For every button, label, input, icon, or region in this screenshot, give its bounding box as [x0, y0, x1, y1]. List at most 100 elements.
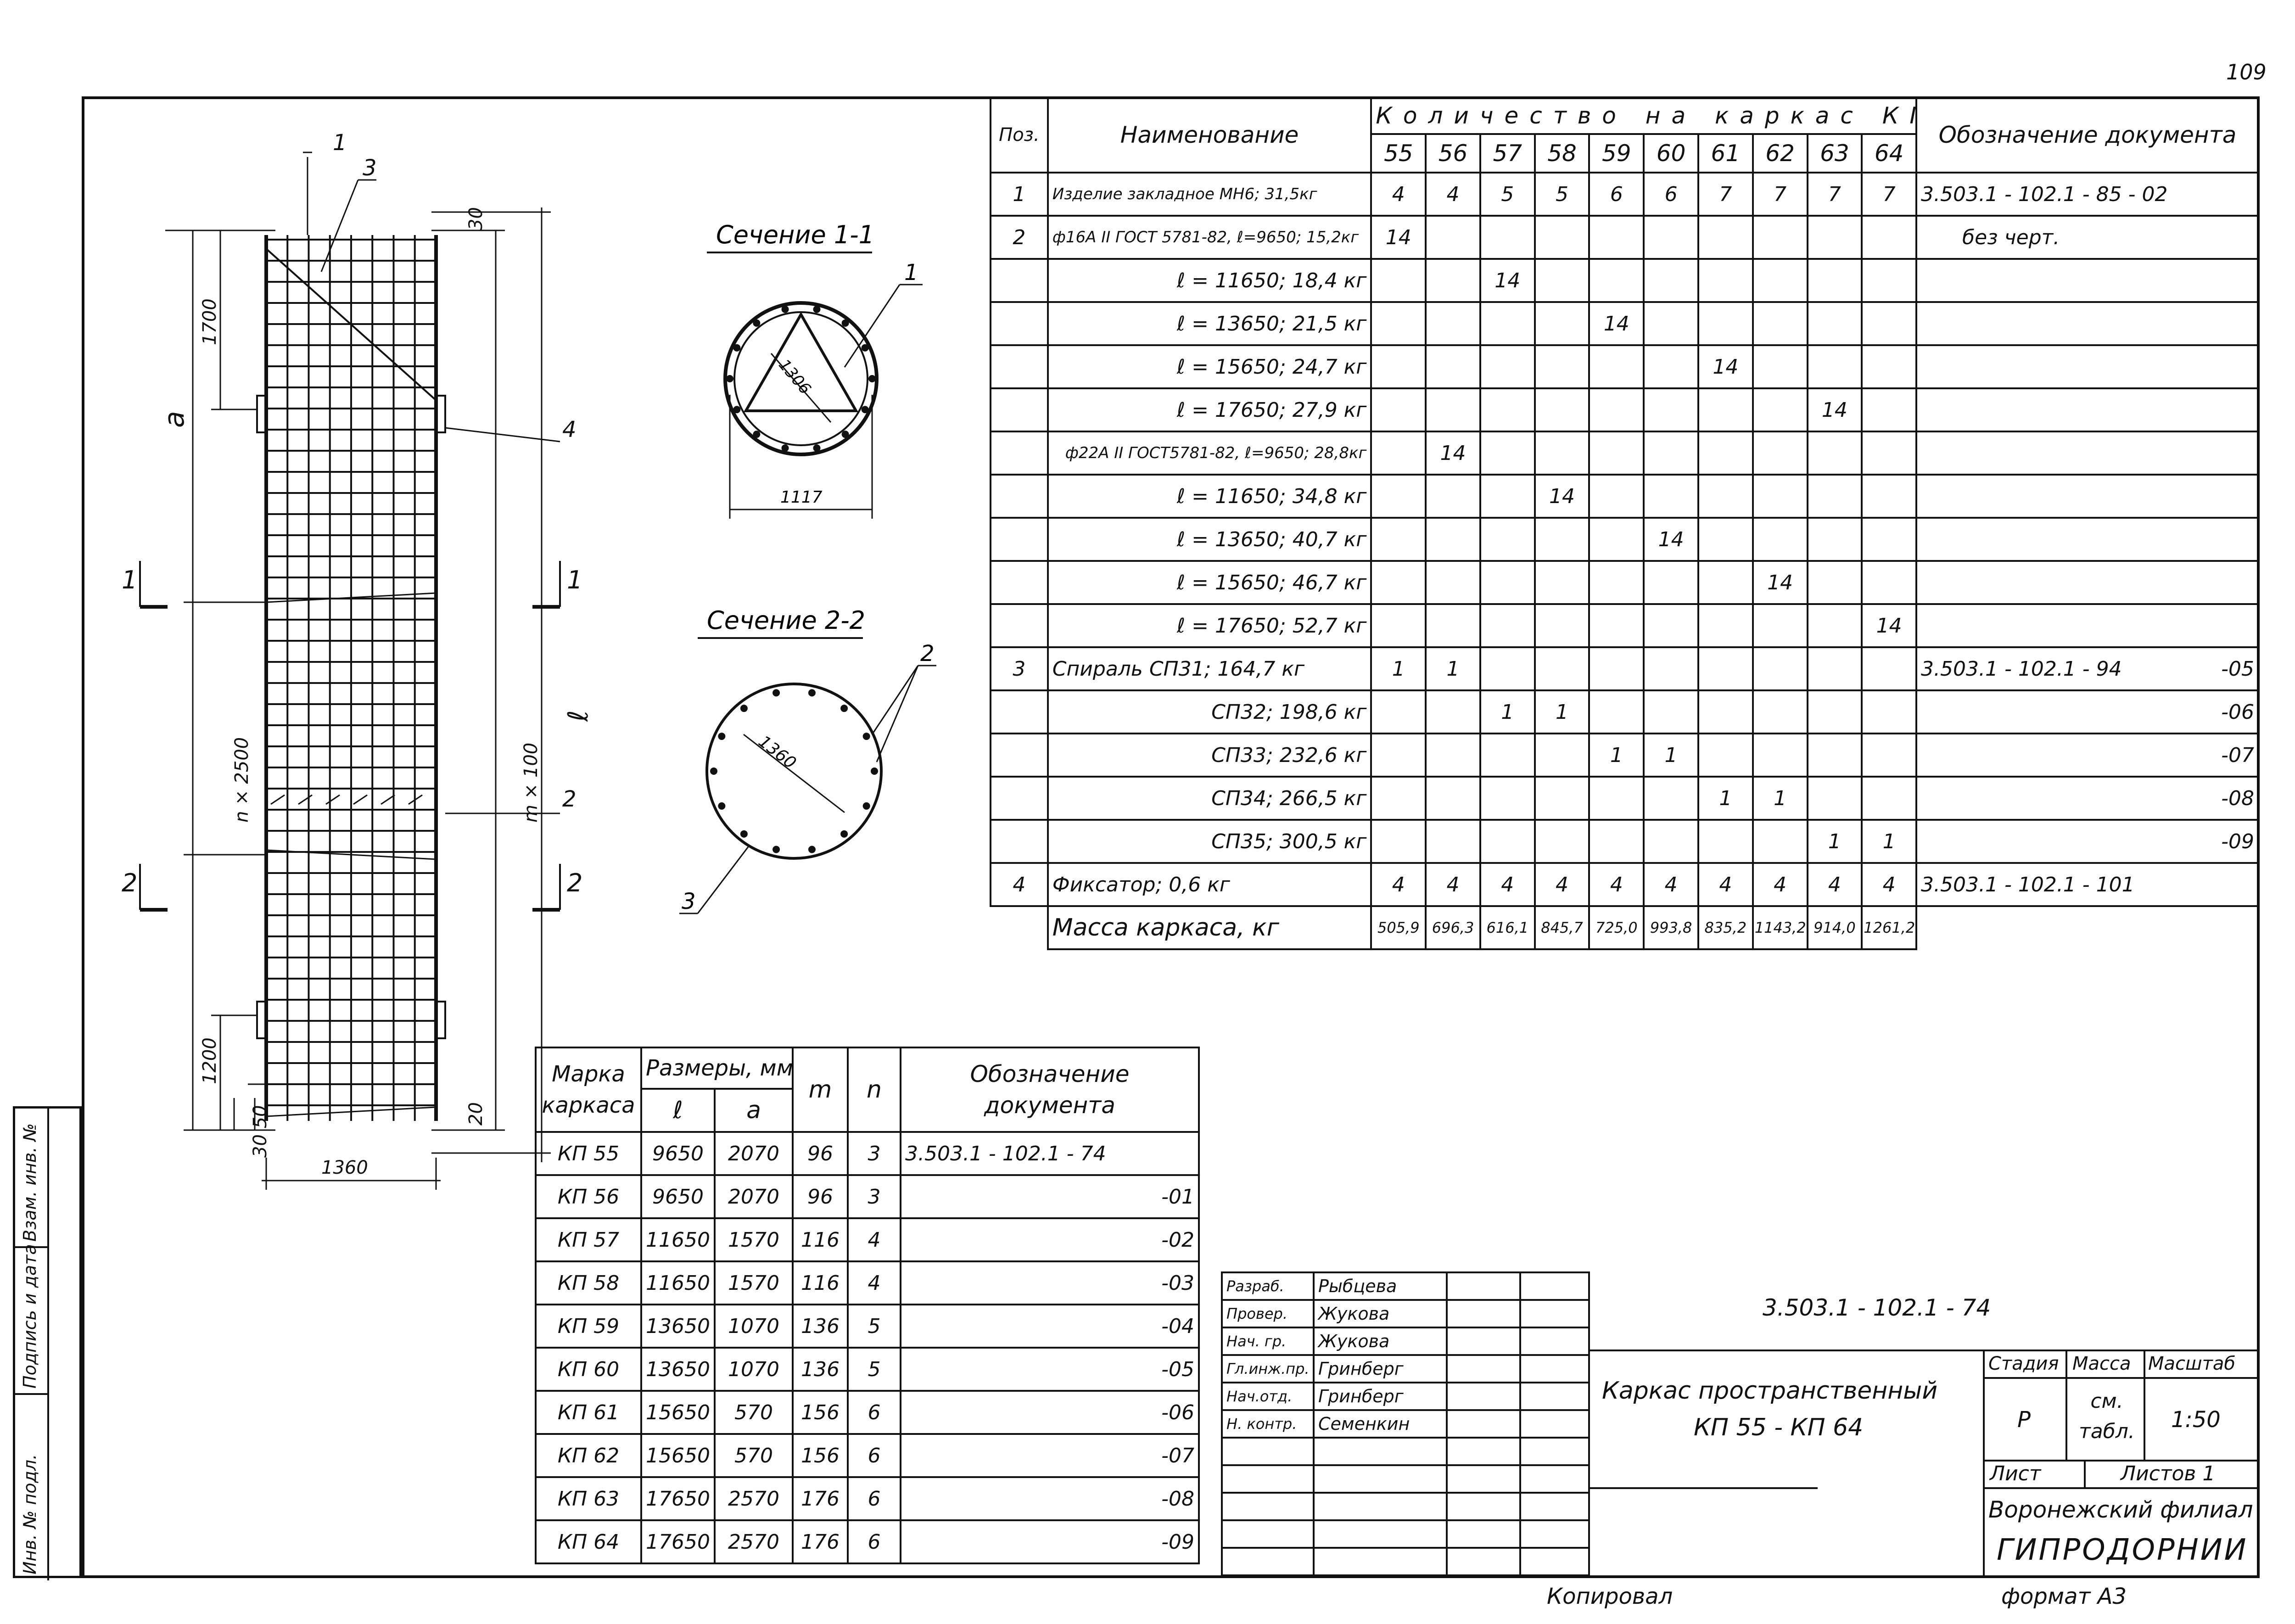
signature-sign — [1446, 1492, 1521, 1521]
spec-qty: 1 — [1588, 733, 1645, 778]
spec-mass-value: 1261,2 — [1861, 905, 1918, 950]
rebar-dot — [868, 375, 876, 382]
spec-qty — [1643, 301, 1699, 346]
spec-name: ℓ = 17650; 27,9 кг — [1047, 387, 1372, 432]
dims-n: 6 — [847, 1519, 901, 1564]
dims-l: 9650 — [640, 1131, 716, 1176]
spec-qty: 4 — [1425, 862, 1481, 907]
spec-qty — [1588, 474, 1645, 519]
spec-qty — [1370, 387, 1427, 432]
signature-role — [1221, 1437, 1315, 1466]
spec-table: Поз. Наименование Количество на каркас К… — [990, 96, 2260, 950]
spec-doc-code: без черт. — [1962, 225, 2060, 249]
spec-doc: 3.503.1 - 102.1 - 101 — [1915, 862, 2260, 907]
dims-a: 1570 — [714, 1217, 794, 1262]
spec-qty — [1806, 215, 1863, 260]
dims-mark: КП 58 — [535, 1260, 642, 1305]
spec-qty — [1697, 474, 1754, 519]
rebar-dot — [753, 431, 761, 438]
dims-l: 17650 — [640, 1519, 716, 1564]
spec-qty — [1534, 560, 1590, 605]
spec-qty — [1534, 603, 1590, 648]
spec-col-55: 55 — [1370, 133, 1427, 174]
dims-doc: -01 — [900, 1174, 1200, 1219]
spec-qty — [1806, 301, 1863, 346]
dim-n2500: n × 2500 — [231, 737, 252, 823]
section-2-callout-2: 2 — [920, 641, 935, 666]
cut-mark-1-left: 1 — [122, 566, 137, 594]
signature-date — [1519, 1547, 1590, 1576]
spec-col-58: 58 — [1534, 133, 1590, 174]
spec-qty: 4 — [1806, 862, 1863, 907]
dims-m: 96 — [792, 1131, 849, 1176]
dims-l: 15650 — [640, 1433, 716, 1478]
signature-date — [1519, 1437, 1590, 1466]
spec-qty: 1 — [1425, 646, 1481, 691]
spec-qty: 4 — [1861, 862, 1918, 907]
sheet-number: 109 — [2226, 60, 2267, 84]
signature-role — [1221, 1464, 1315, 1494]
dims-m: 136 — [792, 1347, 849, 1392]
spec-qty — [1643, 258, 1699, 303]
signature-date — [1519, 1299, 1590, 1328]
signature-sign — [1446, 1382, 1521, 1411]
spec-qty — [1861, 474, 1918, 519]
spec-mass-empty-doc — [1916, 906, 2259, 949]
spec-qty — [1370, 603, 1427, 648]
dims-a: 2570 — [714, 1519, 794, 1564]
spec-qty: 14 — [1806, 387, 1863, 432]
dims-n: 6 — [847, 1476, 901, 1521]
spec-qty — [1588, 215, 1645, 260]
spec-qty — [1752, 689, 1808, 734]
signature-row: Нач.отд.Гринберг — [1221, 1382, 1590, 1411]
spec-pos — [990, 733, 1049, 778]
dim-l: ℓ — [562, 710, 594, 722]
spec-qty — [1534, 215, 1590, 260]
spec-qty: 4 — [1697, 862, 1754, 907]
spec-qty — [1643, 776, 1699, 821]
dims-header-l: ℓ — [640, 1088, 716, 1133]
spec-qty — [1534, 646, 1590, 691]
dim-30-top: 30 — [465, 207, 487, 230]
signature-sign — [1446, 1327, 1521, 1356]
spec-qty — [1697, 215, 1754, 260]
spec-qty — [1752, 344, 1808, 389]
spec-doc: 3.503.1 - 102.1 - 94-05 — [1915, 646, 2260, 691]
spec-name: ℓ = 13650; 21,5 кг — [1047, 301, 1372, 346]
dims-doc: 3.503.1 - 102.1 - 74 — [900, 1131, 1200, 1176]
dims-m: 96 — [792, 1174, 849, 1219]
spec-qty — [1534, 431, 1590, 476]
dims-doc: -07 — [900, 1433, 1200, 1478]
section-2-2: Сечение 2-2 1360 2 3 — [679, 606, 936, 914]
dims-a: 2070 — [714, 1131, 794, 1176]
spec-col-59: 59 — [1588, 133, 1645, 174]
rebar-dot — [753, 319, 761, 327]
rebar-dot — [733, 406, 741, 414]
signature-row: Гл.инж.пр.Гринберг — [1221, 1354, 1590, 1383]
dims-mark: КП 57 — [535, 1217, 642, 1262]
spec-col-63: 63 — [1806, 133, 1863, 174]
rebar-dot — [733, 344, 741, 352]
signature-row — [1221, 1519, 1590, 1549]
spec-col-62: 62 — [1752, 133, 1808, 174]
spec-pos — [990, 474, 1049, 519]
dims-mark: КП 61 — [535, 1390, 642, 1435]
spec-qty — [1806, 560, 1863, 605]
spec-qty — [1425, 258, 1481, 303]
signature-sign — [1446, 1271, 1521, 1301]
spec-qty — [1479, 215, 1536, 260]
spec-qty — [1479, 819, 1536, 864]
title-scale-label: Масштаб — [2148, 1353, 2236, 1374]
spec-doc — [1915, 258, 2260, 303]
spec-qty — [1425, 603, 1481, 648]
rebar-dot — [772, 846, 780, 853]
spec-qty — [1752, 387, 1808, 432]
spec-qty — [1806, 431, 1863, 476]
spec-qty: 4 — [1370, 172, 1427, 217]
